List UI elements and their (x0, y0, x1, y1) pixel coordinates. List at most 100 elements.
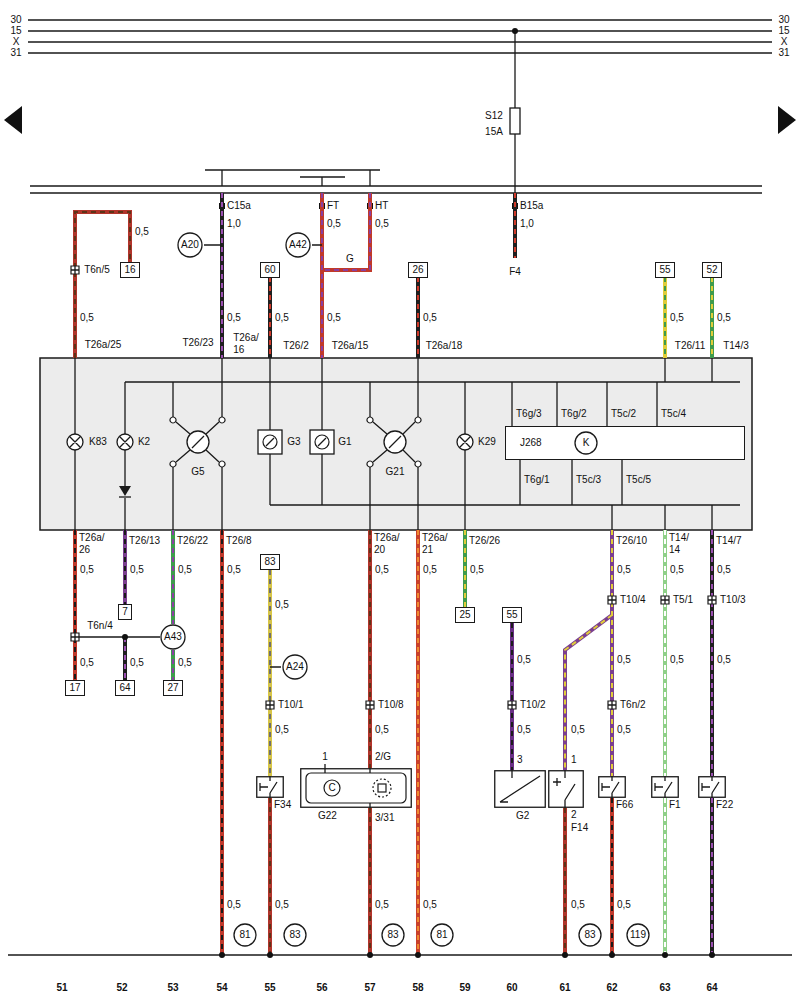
wire-size: 0,5 (80, 657, 94, 669)
wire (663, 530, 667, 955)
connector-symbol (71, 266, 716, 709)
connector-pin: T6n/2 (620, 699, 646, 711)
track-ref-box: 52 (702, 262, 721, 278)
part-label: 83 (264, 556, 275, 568)
circle-outline (284, 924, 306, 946)
wire (510, 623, 514, 770)
switch-box: F34 (256, 776, 291, 811)
current-track-number: 62 (606, 982, 617, 994)
wire (125, 193, 712, 955)
track-ref-box: 64 (115, 680, 134, 696)
wire-size: 0,5 (717, 312, 731, 324)
wire-stripe (322, 193, 370, 358)
component-name: K83 (89, 436, 107, 448)
switch-symbol (260, 776, 719, 798)
pin-number: 3/31 (375, 812, 394, 824)
ground-ref-circle: 119 (626, 923, 650, 947)
component-name: G21 (386, 466, 405, 478)
part-label: F22 (716, 799, 733, 811)
connector-pin: T26a/15 (332, 340, 369, 352)
connector-pin: T26a/ 21 (422, 532, 448, 556)
wire-size: 1,0 (520, 218, 534, 230)
wire-stripe (664, 530, 666, 955)
symbol-letter: C (328, 782, 335, 794)
connector-pin: T26a/25 (85, 339, 122, 351)
terminal-name: X (781, 36, 788, 48)
switch-box: F1 (651, 776, 681, 811)
box-outline (494, 770, 546, 808)
wire-size: 0,5 (470, 564, 484, 576)
pin-number: 1 (571, 754, 577, 766)
connector-pin: T5c/2 (611, 408, 636, 420)
connector-pin: T26/22 (177, 535, 208, 547)
terminal-name: 31 (10, 47, 21, 59)
wire-size: 0,5 (80, 312, 94, 324)
track-ref-box: 25 (455, 607, 474, 623)
track-ref-box: 55 (502, 607, 521, 623)
diode-symbol (119, 486, 131, 496)
wire-size: 0,5 (275, 724, 289, 736)
wire-stripe (172, 650, 174, 680)
ground-bus (8, 954, 792, 955)
track-ref-box: 60 (260, 262, 279, 278)
splice-circle: A42 (285, 232, 311, 258)
wire-size: 0,5 (517, 724, 531, 736)
current-track-number: 60 (506, 982, 517, 994)
terminal-name: 30 (10, 14, 21, 26)
terminal-name: FT (327, 200, 339, 212)
switch-box: F66 (598, 776, 633, 811)
component-name: G1 (338, 436, 351, 448)
ground-ref-circle: 83 (283, 923, 307, 947)
track-ref-box: 16 (120, 262, 139, 278)
wire (123, 530, 127, 605)
box-outline (495, 771, 546, 808)
fuse-symbol (510, 108, 520, 134)
connector-pin: T10/4 (620, 594, 646, 606)
part-label: G22 (318, 810, 412, 822)
instrument-cluster (40, 358, 752, 530)
circle-outline (382, 924, 404, 946)
ground-ref-circle: 81 (430, 923, 454, 947)
wire-stripe (124, 530, 126, 605)
wire (270, 193, 515, 358)
junction-dot (219, 952, 715, 958)
wire (173, 650, 174, 680)
sender-element (378, 784, 386, 792)
wire (171, 530, 175, 624)
circle-outline (283, 655, 307, 679)
wire-size: 0,5 (327, 218, 341, 230)
wire-size: 0,5 (130, 657, 144, 669)
wire-size: 0,5 (617, 724, 631, 736)
diode-bar (119, 496, 131, 497)
part-label: A42 (289, 239, 307, 251)
fuse-label: S12 (485, 110, 503, 122)
connector-pin: T14/ 14 (669, 532, 689, 556)
track-ref-box: 17 (65, 680, 84, 696)
sender-element (373, 779, 391, 797)
part-label: A24 (286, 661, 304, 673)
terminal-name: 30 (778, 14, 789, 26)
part-label: 83 (289, 929, 300, 941)
sender-element (324, 780, 340, 796)
part-label: 81 (436, 929, 447, 941)
wire (268, 570, 272, 776)
wire-size: 0,5 (178, 564, 192, 576)
track-ref-box: 27 (163, 680, 182, 696)
fuse-label: 15A (485, 126, 503, 138)
circle-outline (286, 233, 310, 257)
wire-size: 0,5 (375, 724, 389, 736)
box-outline (300, 768, 412, 808)
wire (512, 623, 513, 770)
switch-outline (652, 777, 679, 798)
gauge-lead (176, 422, 415, 462)
wire-stripe (565, 530, 612, 776)
wire (416, 530, 420, 955)
part-label: 60 (264, 264, 275, 276)
component-name: K29 (478, 436, 496, 448)
page-arrow (4, 106, 22, 134)
terminal-name: B15a (520, 200, 543, 212)
wire-size: 0,5 (135, 226, 149, 238)
connector-pin: T10/8 (378, 699, 404, 711)
